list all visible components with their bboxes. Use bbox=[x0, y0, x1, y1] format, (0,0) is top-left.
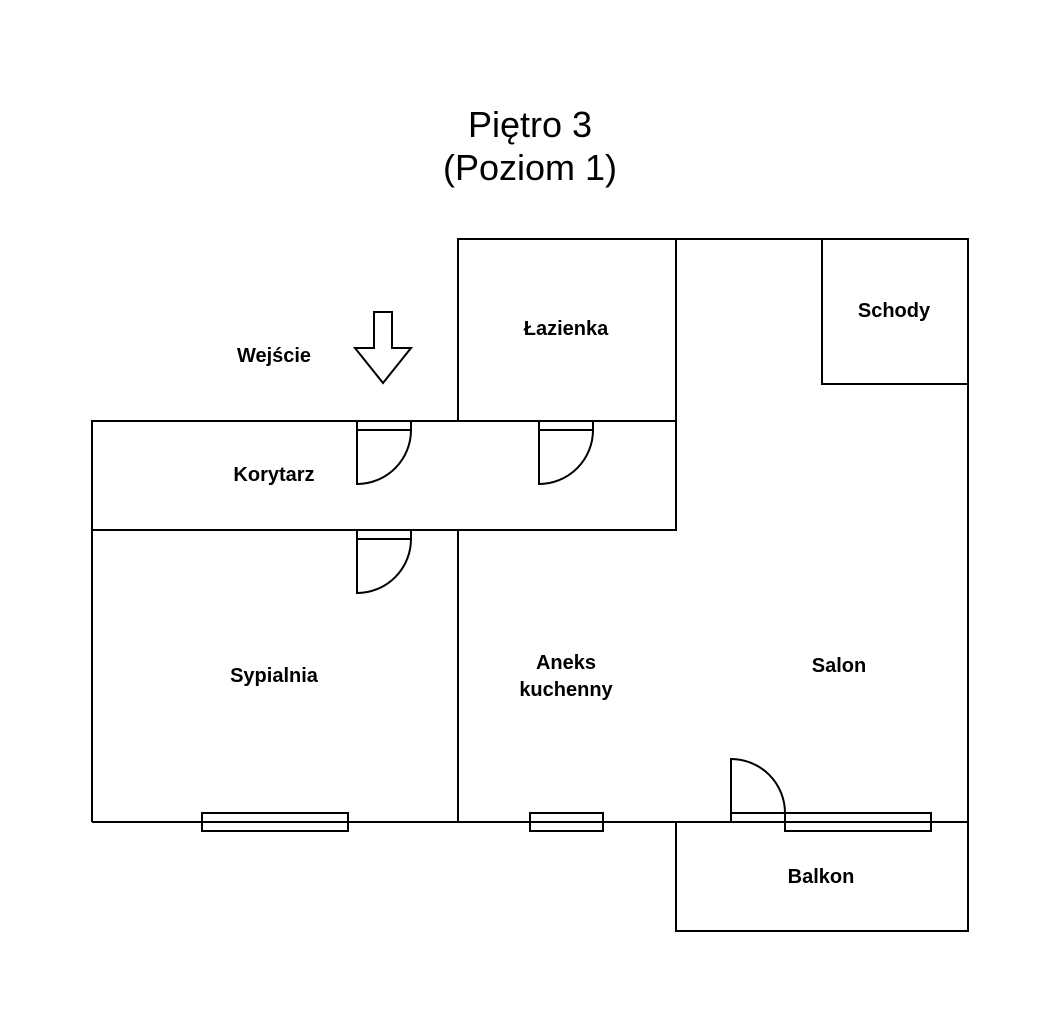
entrance-arrow-icon bbox=[352, 311, 414, 385]
living-room-window bbox=[784, 812, 932, 832]
corridor-walls bbox=[91, 420, 677, 531]
kitchen-window bbox=[529, 812, 604, 832]
entrance-door bbox=[356, 420, 412, 486]
plan-title-line1: Piętro 3 bbox=[468, 104, 592, 145]
living-room-label: Salon bbox=[812, 655, 866, 677]
kitchen-label-line1: Aneks bbox=[536, 652, 596, 674]
kitchen-label-line2: kuchenny bbox=[519, 679, 613, 701]
bedroom-window bbox=[201, 812, 349, 832]
bedroom-door bbox=[356, 529, 412, 595]
bathroom-door bbox=[538, 420, 594, 486]
bedroom-label: Sypialnia bbox=[230, 665, 319, 687]
entrance-label: Wejście bbox=[237, 345, 311, 367]
balcony-door bbox=[730, 757, 786, 823]
balcony-label: Balkon bbox=[788, 866, 855, 888]
bathroom-label: Łazienka bbox=[524, 318, 609, 340]
plan-title-line2: (Poziom 1) bbox=[443, 147, 617, 188]
doors bbox=[356, 420, 786, 823]
windows bbox=[201, 812, 932, 832]
balcony-walls bbox=[675, 822, 969, 932]
stairs-label: Schody bbox=[858, 300, 931, 322]
corridor-label: Korytarz bbox=[233, 464, 314, 486]
